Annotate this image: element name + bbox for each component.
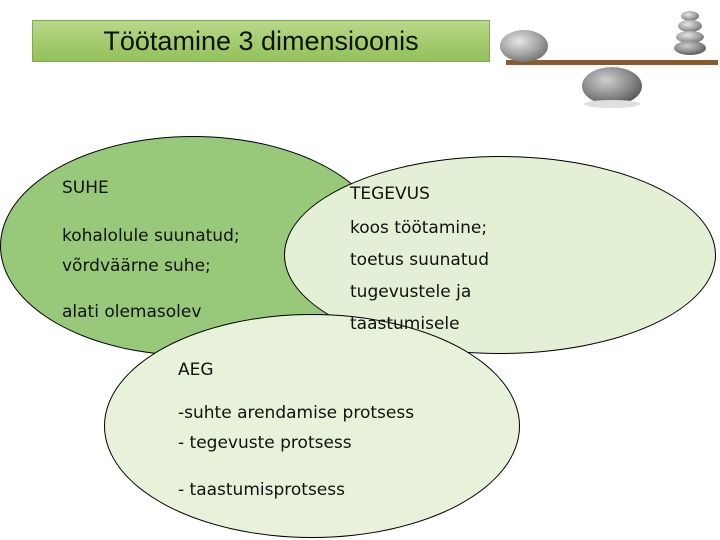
tegevus-line: toetus suunatud: [350, 250, 490, 270]
page-title: Töötamine 3 dimensioonis: [32, 20, 490, 62]
suhe-line: võrdväärne suhe;: [62, 256, 211, 276]
tegevus-line: koos töötamine;: [350, 218, 488, 238]
aeg-line: - tegevuste protsess: [178, 433, 352, 453]
tegevus-line: taastumisele: [350, 314, 460, 334]
aeg-extra: - taastumisprotsess: [178, 480, 345, 500]
aeg-ellipse: [104, 314, 520, 538]
tegevus-text: koos töötamine; toetus suunatud tugevust…: [350, 212, 489, 340]
suhe-line: kohalolule suunatud;: [62, 226, 240, 246]
suhe-heading: SUHE: [62, 178, 109, 198]
aeg-heading: AEG: [178, 360, 214, 380]
aeg-text: -suhte arendamise protsess - tegevuste p…: [178, 398, 414, 458]
tegevus-line: tugevustele ja: [350, 282, 472, 302]
page-title-text: Töötamine 3 dimensioonis: [103, 25, 419, 56]
suhe-extra: alati olemasolev: [62, 302, 202, 322]
balance-stones-icon: [500, 11, 718, 108]
tegevus-heading: TEGEVUS: [350, 184, 430, 204]
aeg-line: -suhte arendamise protsess: [178, 403, 415, 423]
suhe-text: kohalolule suunatud; võrdväärne suhe;: [62, 221, 240, 281]
